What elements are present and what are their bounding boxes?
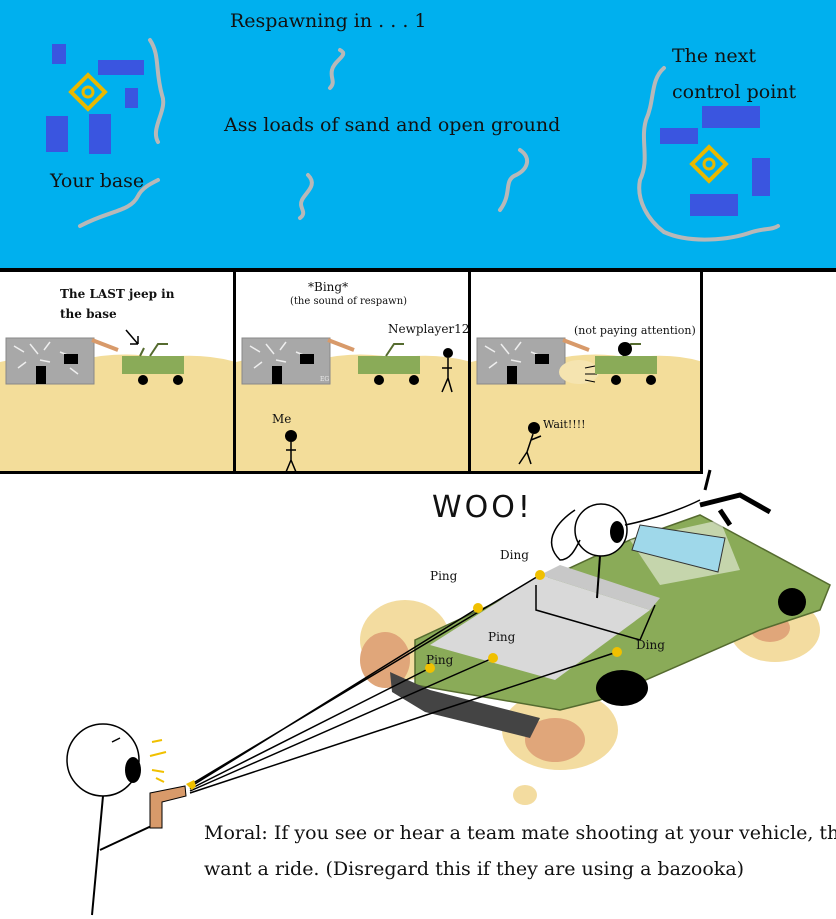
base-building <box>89 114 111 154</box>
control-point-label-line2: control point <box>672 81 797 103</box>
base-label: Your base <box>50 170 145 192</box>
sound-ping-3: Ping <box>426 653 454 667</box>
comic-panel-1: The LAST jeep in the base <box>0 272 236 474</box>
comic-panel-2: *Bing* (the sound of respawn) Newplayer1… <box>236 272 471 474</box>
rock <box>498 148 530 212</box>
control-point-wall <box>662 224 780 242</box>
respawn-countdown-text: Respawning in . . . 1 <box>230 10 427 32</box>
me-stick-figure <box>285 430 297 471</box>
base-building <box>46 116 68 152</box>
control-point-building <box>660 128 698 144</box>
dust-cloud <box>559 360 599 384</box>
base-wall <box>148 38 166 144</box>
jeep-icon <box>122 343 184 385</box>
base-building <box>98 60 144 75</box>
jeep-icon <box>595 342 657 385</box>
shooter-stick-figure <box>66 723 196 916</box>
control-point-building <box>690 194 738 216</box>
rock <box>328 48 346 90</box>
arrow-icon <box>125 329 139 345</box>
rock <box>298 173 314 220</box>
jeep-icon <box>358 343 420 385</box>
sound-ding-1: Ding <box>500 548 529 562</box>
bullet-trails <box>189 574 618 794</box>
control-point-objective-icon <box>689 144 729 184</box>
moral-line-1: Moral: If you see or hear a team mate sh… <box>204 822 836 844</box>
not-paying-attention-text: (not paying attention) <box>574 324 696 337</box>
comic-panel-3: (not paying attention) Wait!!!! <box>471 272 703 474</box>
control-point-label-line1: The next <box>672 45 757 67</box>
base-building <box>52 44 66 64</box>
moral-line-2: want a ride. (Disregard this if they are… <box>204 858 745 880</box>
sound-ding-2: Ding <box>636 638 665 652</box>
base-objective-icon <box>68 72 108 112</box>
base-house <box>5 337 95 385</box>
wait-text: Wait!!!! <box>543 418 586 431</box>
bing-subtext: (the sound of respawn) <box>290 296 408 307</box>
jeep-icon <box>390 514 831 738</box>
base-building <box>125 88 138 108</box>
panel3-drawing <box>471 337 700 471</box>
control-point-building <box>702 106 760 128</box>
map-panel: Respawning in . . . 1 Ass loads of sand … <box>0 0 836 268</box>
base-house <box>241 337 331 385</box>
me-running-stick-figure <box>518 422 542 465</box>
base-wall <box>78 178 160 228</box>
control-point-wall <box>637 66 666 234</box>
newplayer-stick-figure <box>441 348 453 393</box>
bing-text: *Bing* <box>308 280 349 294</box>
sound-ping-1: Ping <box>430 569 458 583</box>
woo-text: WOO! <box>432 490 533 525</box>
panel1-drawing <box>0 329 233 471</box>
control-point-building <box>752 158 770 196</box>
panel-divider <box>0 268 836 272</box>
driver-stick-figure <box>550 499 701 599</box>
sound-ping-2: Ping <box>488 630 516 644</box>
map-drawing <box>46 38 780 242</box>
base-house <box>476 337 566 385</box>
newplayer-label: Newplayer123 <box>388 322 471 336</box>
mounted-gun-icon <box>699 469 772 527</box>
panel1-caption: The LAST jeep in the base <box>60 287 175 321</box>
me-label: Me <box>272 412 292 426</box>
impact-sparks <box>425 570 622 673</box>
terrain-caption: Ass loads of sand and open ground <box>224 114 561 136</box>
panel2-drawing <box>236 337 468 471</box>
artist-initials: EG <box>320 376 330 383</box>
